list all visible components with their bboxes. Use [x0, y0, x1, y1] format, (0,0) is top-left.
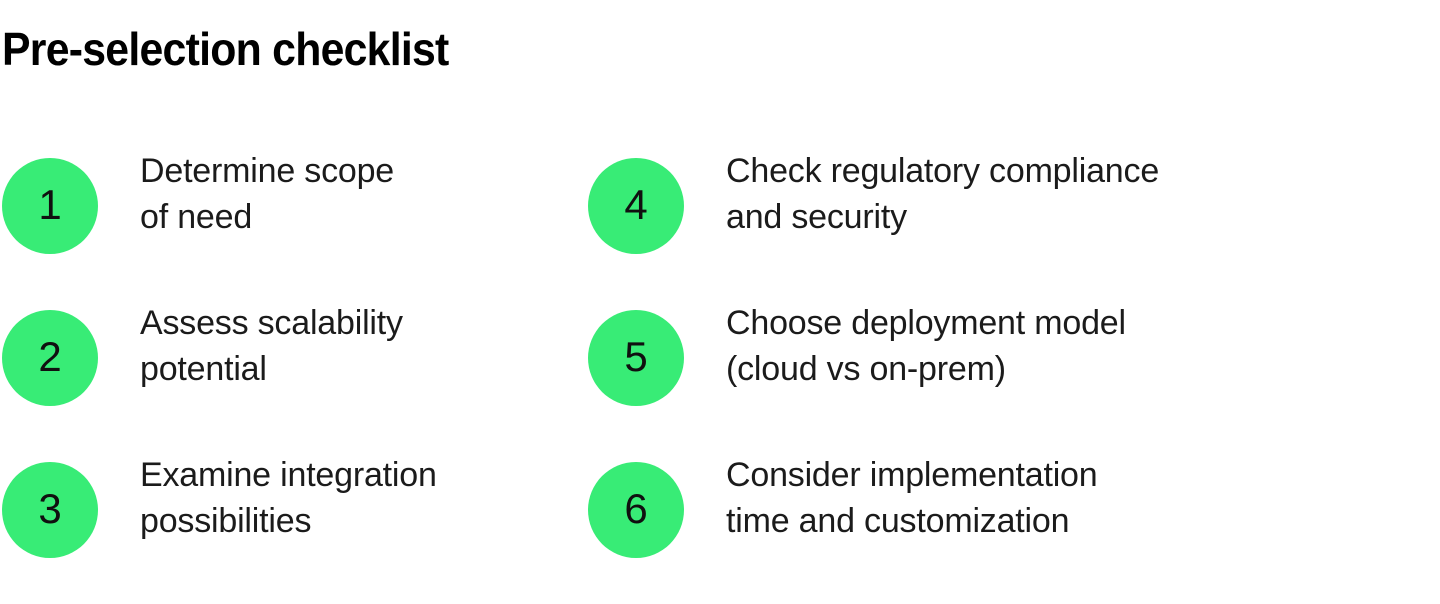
checklist-item-line-2: and security	[726, 198, 907, 236]
checklist-item-text-3: Examine integration possibilities	[98, 446, 578, 544]
checklist-item-4[interactable]: 4 Check regulatory compliance and securi…	[578, 142, 1440, 294]
checklist-item-5[interactable]: 5 Choose deployment model (cloud vs on-p…	[578, 294, 1440, 446]
checklist-item-2[interactable]: 2 Assess scalability potential	[0, 294, 578, 446]
checklist-item-text-5: Choose deployment model (cloud vs on-pre…	[684, 294, 1440, 392]
checklist-item-line-1: Determine scope	[140, 152, 395, 190]
step-number-label: 5	[624, 333, 648, 380]
checklist-item-text-2: Assess scalability potential	[98, 294, 578, 392]
checklist-item-6[interactable]: 6 Consider implementation time and custo…	[578, 446, 1440, 598]
checklist-item-text-1: Determine scope of need	[98, 142, 578, 240]
checklist-grid: 1 Determine scope of need 4 Check regula…	[0, 142, 1440, 598]
checklist-item-line-1: Examine integration	[140, 456, 437, 494]
checklist-item-line-1: Consider implementation	[726, 456, 1098, 494]
step-number-badge-6: 6	[588, 462, 684, 558]
checklist-item-1[interactable]: 1 Determine scope of need	[0, 142, 578, 294]
checklist-item-3[interactable]: 3 Examine integration possibilities	[0, 446, 578, 598]
checklist-item-line-2: possibilities	[140, 502, 312, 540]
checklist-item-line-1: Choose deployment model	[726, 304, 1126, 342]
step-number-badge-5: 5	[588, 310, 684, 406]
step-number-label: 1	[38, 181, 62, 228]
checklist-item-text-4: Check regulatory compliance and security	[684, 142, 1440, 240]
checklist-item-text-6: Consider implementation time and customi…	[684, 446, 1440, 544]
step-number-badge-3: 3	[2, 462, 98, 558]
checklist-item-line-1: Assess scalability	[140, 304, 403, 342]
checklist-item-line-2: potential	[140, 350, 267, 388]
step-number-badge-1: 1	[2, 158, 98, 254]
checklist-item-line-2: time and customization	[726, 502, 1070, 540]
page-title: Pre-selection checklist	[2, 23, 449, 75]
checklist-item-line-2: of need	[140, 198, 253, 236]
step-number-label: 3	[38, 485, 62, 532]
checklist-item-line-2: (cloud vs on-prem)	[726, 350, 1006, 388]
step-number-label: 6	[624, 485, 648, 532]
step-number-label: 4	[624, 181, 648, 228]
step-number-badge-4: 4	[588, 158, 684, 254]
step-number-label: 2	[38, 333, 62, 380]
step-number-badge-2: 2	[2, 310, 98, 406]
checklist-item-line-1: Check regulatory compliance	[726, 152, 1160, 190]
